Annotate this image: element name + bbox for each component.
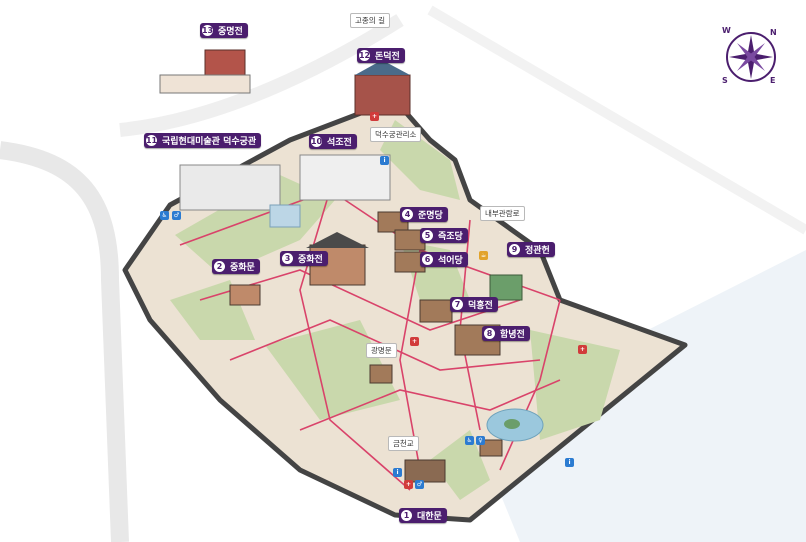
information-icon: i bbox=[380, 156, 389, 165]
compass-e: E bbox=[770, 76, 776, 85]
lawn-5 bbox=[530, 330, 620, 440]
compass-w: W bbox=[722, 26, 731, 35]
first-aid-icon: + bbox=[410, 337, 419, 346]
restroom-icon: ♂ bbox=[172, 211, 181, 220]
first-aid-icon: + bbox=[370, 112, 379, 121]
label-internal-viewing-road: 내부관람로 bbox=[480, 206, 525, 221]
accessible-icon: ♿ bbox=[465, 436, 474, 445]
river-area bbox=[470, 250, 806, 542]
first-aid-icon: + bbox=[578, 345, 587, 354]
lawn-1 bbox=[175, 175, 335, 275]
label-gwangmyeongmun: 광명문 bbox=[366, 343, 397, 358]
first-aid-icon: + bbox=[404, 480, 413, 489]
street-east bbox=[427, 5, 806, 235]
label-deoksu-office: 덕수궁관리소 bbox=[370, 127, 422, 142]
label-geumcheongyo: 금천교 bbox=[388, 436, 419, 451]
lawn-6 bbox=[430, 430, 490, 500]
restroom-icon: ♂ bbox=[415, 480, 424, 489]
information-icon: i bbox=[565, 458, 574, 467]
compass-rose-icon bbox=[726, 32, 776, 82]
cafe-icon: ☕ bbox=[479, 251, 488, 260]
buildings bbox=[159, 49, 544, 483]
compass-s: S bbox=[722, 76, 728, 85]
street-west bbox=[0, 141, 129, 542]
compass-n: N bbox=[770, 28, 777, 37]
street-north bbox=[119, 14, 404, 137]
information-icon: i bbox=[393, 468, 402, 477]
label-gojong-road: 고종의 길 bbox=[350, 13, 390, 28]
restroom-icon: ♀ bbox=[476, 436, 485, 445]
restroom-icon: ♿ bbox=[160, 211, 169, 220]
